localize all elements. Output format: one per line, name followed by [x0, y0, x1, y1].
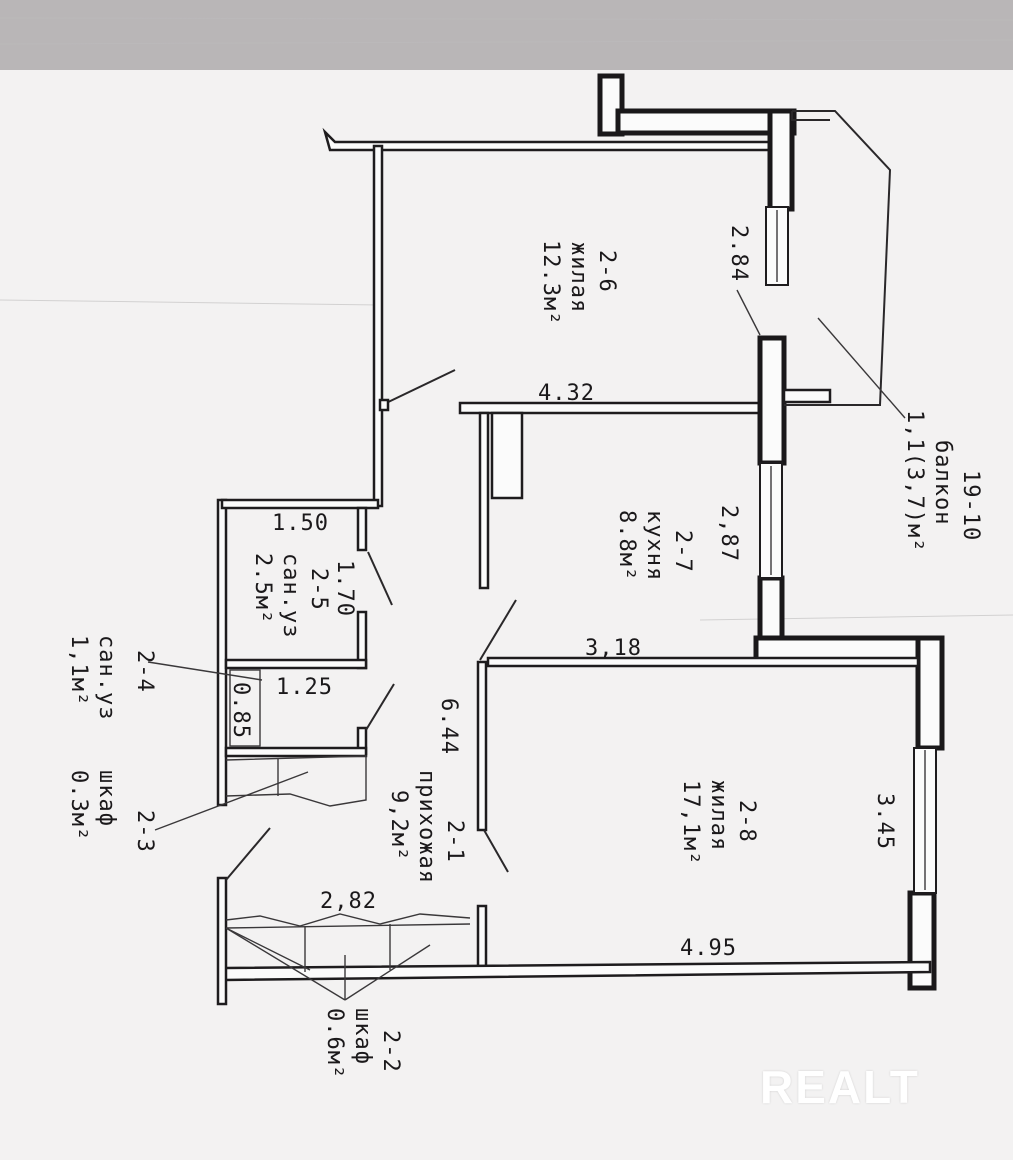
balcony-code: 19-10: [958, 470, 983, 541]
dim-3-18: 3,18: [585, 636, 642, 661]
dim-2-87: 2,87: [716, 505, 741, 562]
paper-sheet: [0, 60, 1013, 1160]
balcony-outline: [782, 110, 892, 406]
room-2-1-code: 2-1: [442, 820, 467, 863]
room-2-6-area: 12.3м²: [538, 240, 563, 325]
dim-2-82: 2,82: [320, 889, 377, 914]
room-2-5-area: 2.5м²: [250, 553, 275, 624]
room-2-4-area: 1,1м²: [66, 635, 91, 706]
room-2-5-code: 2-5: [306, 568, 331, 611]
dim-4-32: 4.32: [538, 381, 595, 406]
dim-4-95: 4.95: [680, 936, 737, 961]
room-2-4: 2-4 сан.уз 1,1м²: [66, 635, 157, 720]
room-2-1-area: 9,2м²: [386, 790, 411, 861]
leaders: [147, 289, 906, 831]
dimensions: 2.84 4.32 2,87 3,18 3.45 4.95 1.50 1.70 …: [228, 225, 897, 961]
balcony-area: 1,1(3,7)м²: [902, 410, 927, 552]
room-2-6: 2-6 жилая 12.3м²: [538, 240, 619, 325]
dim-1-70: 1.70: [332, 560, 357, 617]
room-2-4-name: сан.уз: [94, 635, 119, 720]
realt-watermark: REALT: [760, 1061, 920, 1113]
room-2-8: 2-8 жилая 17,1м²: [678, 780, 759, 865]
room-2-2-code: 2-2: [378, 1030, 403, 1073]
room-2-3-area: 0.3м²: [66, 770, 91, 841]
dim-2-84: 2.84: [726, 225, 751, 282]
dim-1-25: 1.25: [276, 675, 333, 700]
room-2-7-area: 8.8м²: [614, 510, 639, 581]
wardrobes: [225, 755, 471, 1001]
room-2-7-code: 2-7: [670, 530, 695, 573]
room-2-4-code: 2-4: [132, 650, 157, 693]
balcony-name: балкон: [930, 440, 955, 525]
room-2-7-name: кухня: [642, 510, 667, 581]
room-2-3-code: 2-3: [132, 810, 157, 853]
dim-0-85: 0.85: [228, 682, 253, 739]
room-2-5-name: сан.уз: [278, 553, 303, 638]
room-2-2-name: шкаф: [350, 1008, 375, 1065]
room-2-6-name: жилая: [566, 242, 591, 313]
room-2-8-area: 17,1м²: [678, 780, 703, 865]
doors: [225, 369, 517, 881]
windows: [759, 206, 937, 894]
balcony: 19-10 балкон 1,1(3,7)м²: [902, 410, 983, 552]
room-2-2: 2-2 шкаф 0.6м²: [322, 1008, 403, 1079]
room-2-1-name: прихожая: [414, 770, 439, 884]
room-2-7: 2-7 кухня 8.8м²: [614, 510, 695, 581]
dim-1-50: 1.50: [272, 511, 329, 536]
dim-3-45: 3.45: [872, 793, 897, 850]
room-2-8-code: 2-8: [734, 800, 759, 843]
room-2-6-code: 2-6: [594, 250, 619, 293]
room-2-3-name: шкаф: [94, 770, 119, 827]
paper-top-strip: [0, 0, 1013, 70]
room-2-3: 2-3 шкаф 0.3м²: [66, 770, 157, 853]
room-2-5: 2-5 сан.уз 2.5м²: [250, 553, 331, 638]
room-2-2-area: 0.6м²: [322, 1008, 347, 1079]
room-2-1: 2-1 прихожая 9,2м²: [386, 770, 467, 884]
room-2-8-name: жилая: [706, 780, 731, 851]
dim-6-44: 6.44: [436, 698, 461, 755]
scan-noise: [0, 17, 1013, 621]
walls: [216, 73, 945, 1006]
